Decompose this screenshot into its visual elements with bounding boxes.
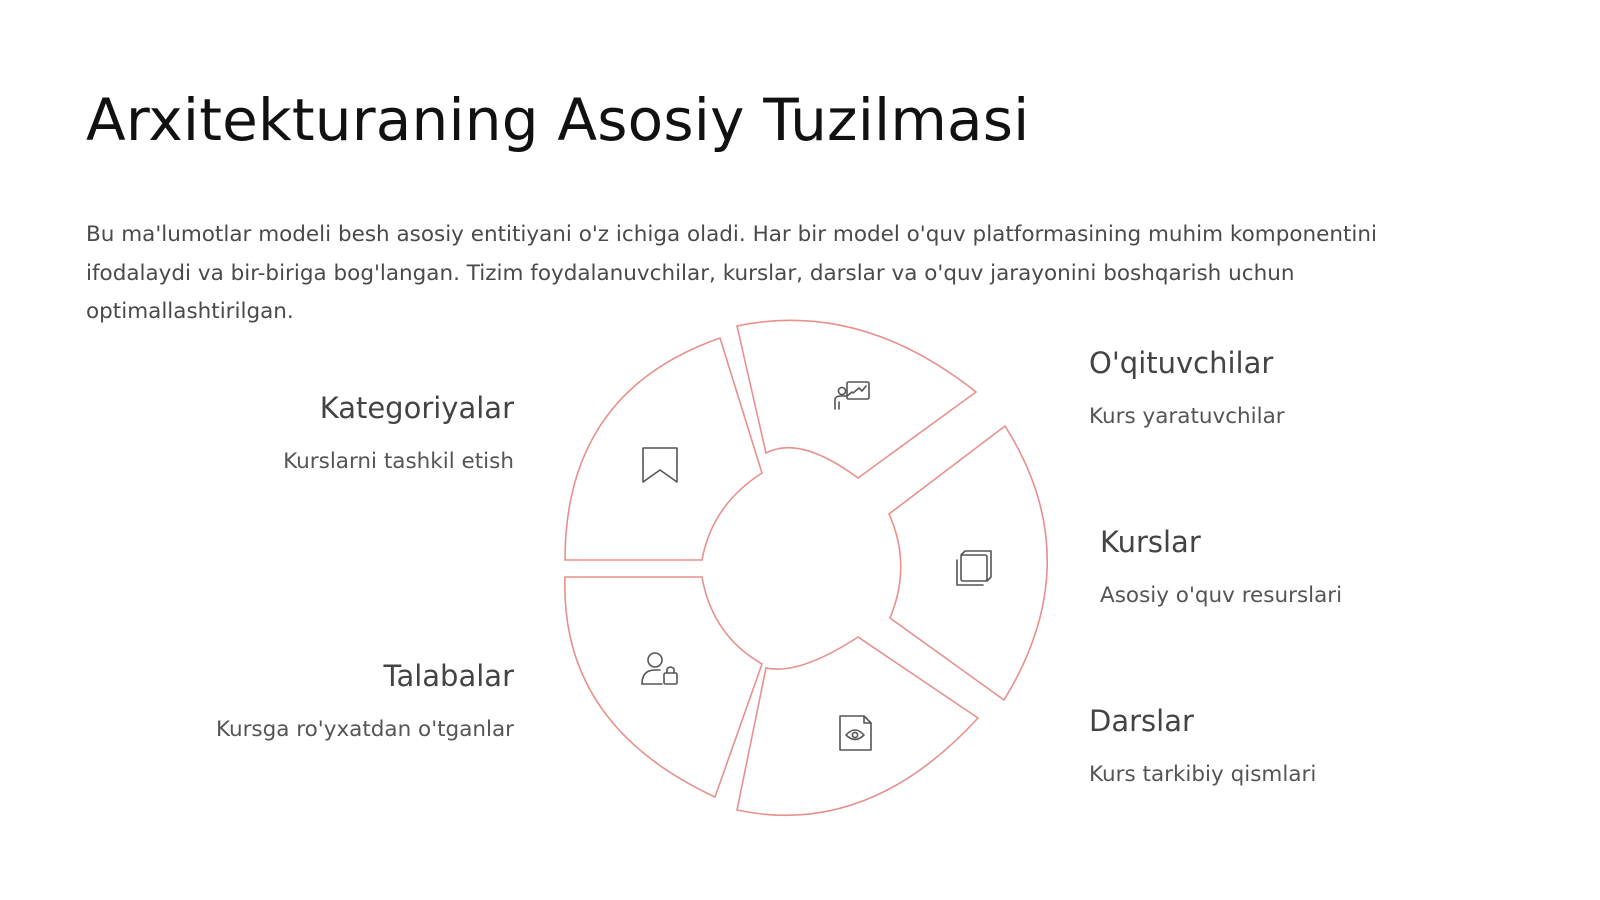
books-icon xyxy=(956,550,992,586)
intro-paragraph: Bu ma'lumotlar modeli besh asosiy entiti… xyxy=(86,222,1377,324)
presentation-icon xyxy=(834,381,870,410)
user-lock-icon xyxy=(641,652,678,685)
label-darslar: Darslar Kurs tarkibiy qismlari xyxy=(1089,703,1316,789)
label-talabalar: Talabalar Kursga ro'yxatdan o'tganlar xyxy=(216,658,514,744)
label-subtitle: Asosiy o'quv resurslari xyxy=(1100,583,1343,608)
label-subtitle: Kursga ro'yxatdan o'tganlar xyxy=(215,717,514,742)
label-oqituvchilar: O'qituvchilar Kurs yaratuvchilar xyxy=(1089,345,1285,431)
label-heading: Kategoriyalar xyxy=(319,391,514,425)
label-subtitle: Kurs tarkibiy qismlari xyxy=(1089,762,1317,787)
label-heading: O'qituvchilar xyxy=(1089,346,1274,380)
segment-kategoriyalar xyxy=(564,336,763,561)
label-subtitle: Kurslarni tashkil etish xyxy=(283,449,514,474)
segment-oqituvchilar xyxy=(736,319,978,479)
video-lesson-icon xyxy=(839,715,872,751)
label-subtitle: Kurs yaratuvchilar xyxy=(1089,404,1285,429)
label-heading: Kurslar xyxy=(1100,525,1201,559)
label-kategoriyalar: Kategoriyalar Kurslarni tashkil etish xyxy=(283,390,514,476)
segment-darslar xyxy=(736,636,980,817)
segment-talabalar xyxy=(564,576,763,799)
bookmark-icon xyxy=(642,447,678,483)
label-heading: Darslar xyxy=(1089,704,1194,738)
label-kurslar: Kurslar Asosiy o'quv resurslari xyxy=(1100,524,1342,610)
label-heading: Talabalar xyxy=(383,659,514,693)
page-title: Arxitekturaning Asosiy Tuzilmasi xyxy=(86,86,1030,154)
segment-kurslar xyxy=(888,424,1049,702)
